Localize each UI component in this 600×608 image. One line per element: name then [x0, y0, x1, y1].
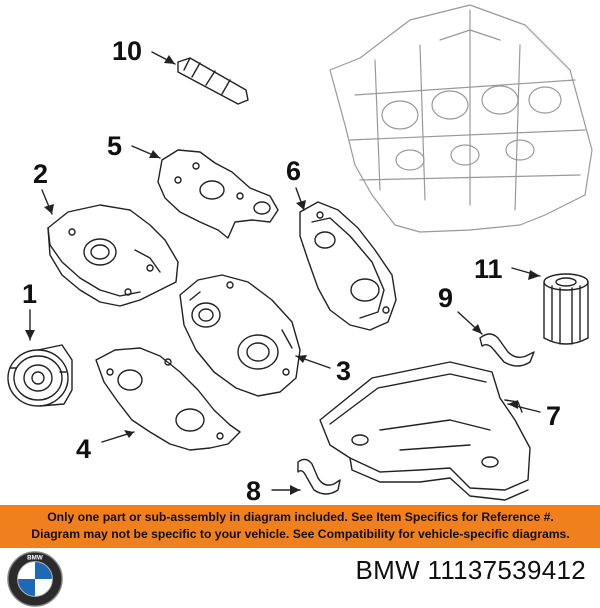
part-11-drawing	[543, 273, 589, 345]
part-1-drawing	[7, 344, 73, 407]
callout-11: 11	[474, 254, 503, 284]
part-10-drawing	[177, 57, 249, 105]
bmw-roundel-icon: BMW	[7, 551, 63, 607]
exploded-parts-diagram: 10 5 2 6 11 9 1 3 7 4 8	[7, 4, 593, 505]
engine-block	[329, 4, 593, 233]
callout-8: 8	[246, 476, 261, 505]
brand-name: BMW	[355, 555, 420, 585]
part-number: 11137539412	[427, 555, 586, 585]
part-2-drawing	[47, 204, 179, 307]
part-number-line: BMW 11137539412	[356, 555, 587, 586]
part-8-drawing	[297, 458, 341, 495]
compatibility-notice-banner: Only one part or sub-assembly in diagram…	[0, 505, 600, 548]
part-3-drawing	[179, 274, 301, 397]
callout-10: 10	[112, 36, 142, 66]
callout-2: 2	[33, 159, 48, 189]
callout-7: 7	[546, 401, 561, 431]
notice-line-2: Diagram may not be specific to your vehi…	[31, 527, 570, 541]
callout-3: 3	[336, 356, 351, 386]
callout-4: 4	[76, 434, 91, 464]
part-5-drawing	[157, 149, 279, 239]
part-9-drawing	[479, 333, 535, 367]
part-7-drawing	[319, 361, 531, 501]
notice-line-1: Only one part or sub-assembly in diagram…	[47, 510, 554, 524]
callout-1: 1	[22, 279, 37, 309]
callout-6: 6	[286, 156, 301, 186]
part-4-drawing	[95, 347, 241, 451]
callout-9: 9	[438, 283, 453, 313]
part-6-drawing	[299, 201, 397, 331]
callout-5: 5	[107, 131, 122, 161]
logo-text: BMW	[27, 555, 43, 562]
